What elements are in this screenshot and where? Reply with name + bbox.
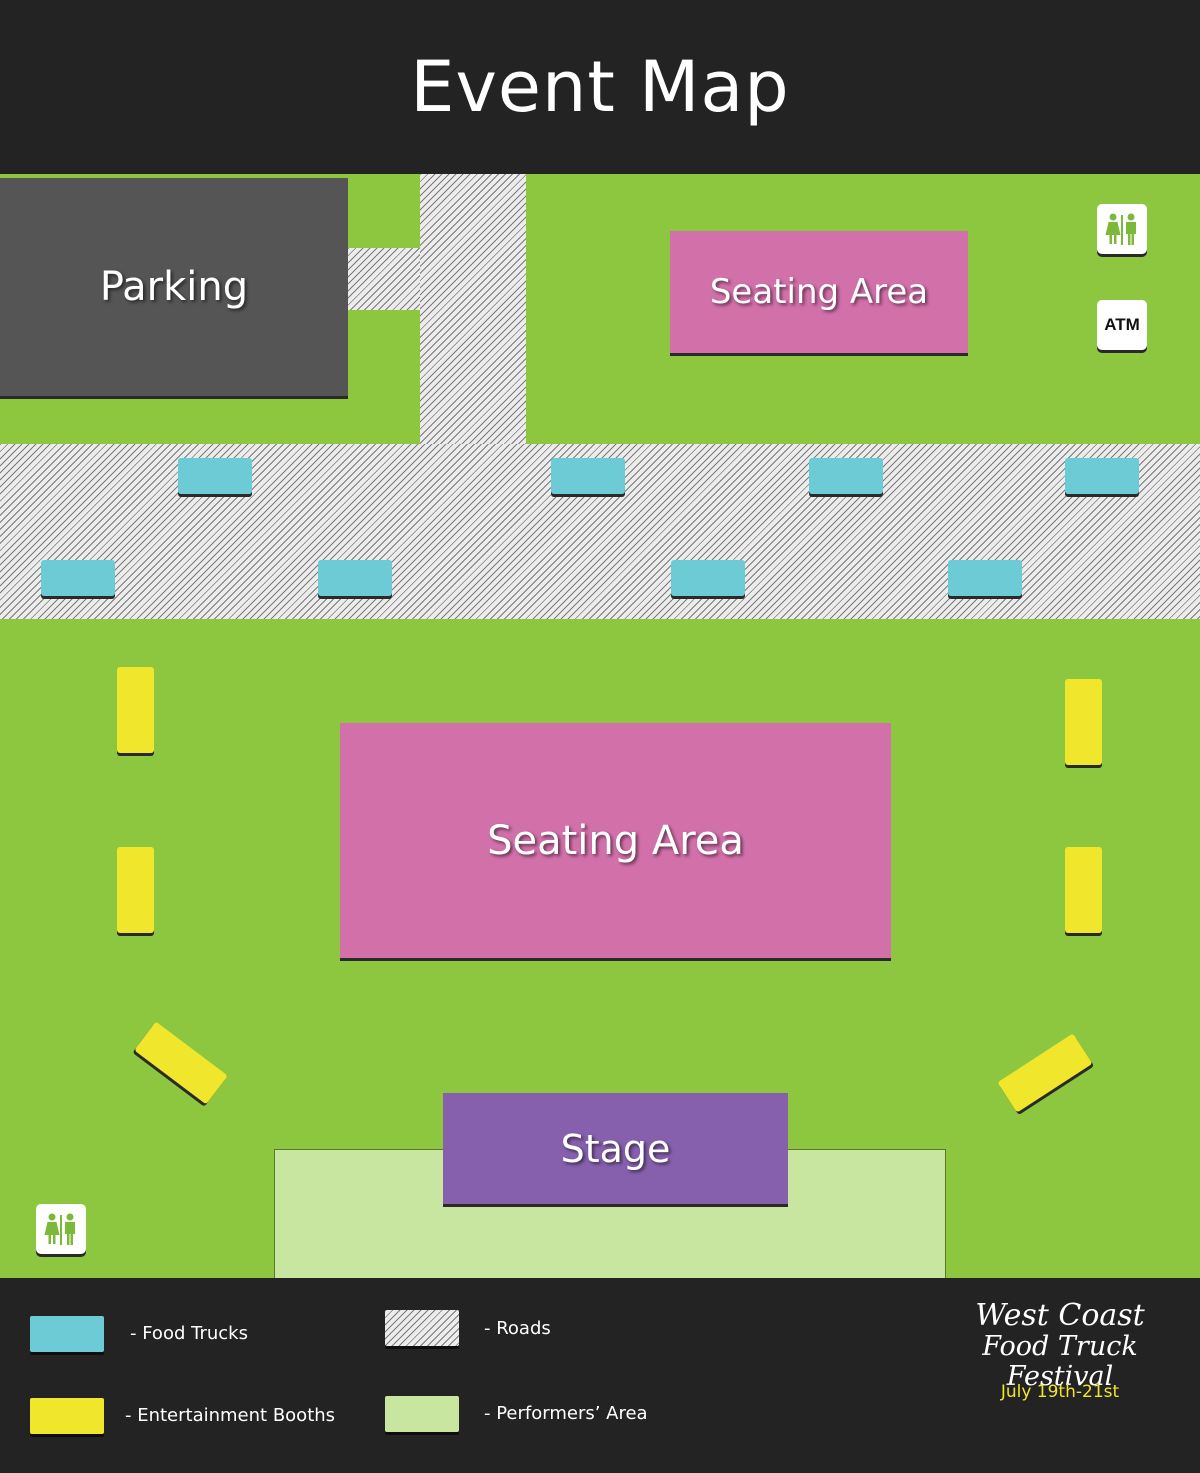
legend-label-entertainment-booths: - Entertainment Booths (125, 1405, 336, 1426)
stage-label: Stage (560, 1126, 671, 1171)
restroom-icon (1105, 213, 1136, 245)
atm: ATM (1097, 300, 1147, 350)
entertainment-booth (1065, 679, 1102, 765)
seating-area-main: Seating Area (340, 723, 891, 958)
road-vertical (420, 174, 526, 444)
legend-label-performers-area: - Performers’ Area (484, 1403, 648, 1424)
festival-dates: July 19th-21st (1000, 1382, 1120, 1402)
legend-label-food-trucks: - Food Trucks (130, 1323, 248, 1344)
food-truck (948, 560, 1022, 596)
legend-swatch-roads (385, 1310, 459, 1346)
restroom-top (1097, 204, 1147, 254)
food-truck (1065, 458, 1139, 494)
food-truck (318, 560, 392, 596)
road-parking-entrance (348, 248, 420, 310)
header-bar: Event Map (0, 0, 1200, 174)
food-truck (671, 560, 745, 596)
food-truck (809, 458, 883, 494)
logo-line-2: Food Truck Festival (982, 1331, 1138, 1392)
entertainment-booth (997, 1033, 1093, 1113)
restroom-icon (44, 1213, 75, 1245)
seating-area-main-label: Seating Area (487, 817, 744, 864)
legend-swatch-food-trucks (30, 1316, 104, 1352)
event-map: Parking Seating Area ATM Seating Area (0, 174, 1200, 1278)
food-truck (178, 458, 252, 494)
seating-area-top-label: Seating Area (709, 272, 929, 312)
food-truck (41, 560, 115, 596)
legend-swatch-entertainment-booths (30, 1398, 104, 1434)
restroom-bottom (36, 1204, 86, 1254)
entertainment-booth (134, 1021, 228, 1105)
food-truck (551, 458, 625, 494)
atm-label: ATM (1104, 315, 1140, 334)
legend-footer: - Food Trucks - Roads - Entertainment Bo… (0, 1278, 1200, 1473)
legend-label-roads: - Roads (484, 1318, 551, 1339)
logo-line-1: West Coast (975, 1298, 1145, 1333)
stage: Stage (443, 1093, 788, 1204)
parking-label: Parking (99, 264, 249, 310)
page-title: Event Map (410, 46, 790, 128)
seating-area-top: Seating Area (670, 231, 968, 353)
festival-logo: West Coast Food Truck Festival (960, 1300, 1160, 1392)
entertainment-booth (117, 667, 154, 753)
entertainment-booth (117, 847, 154, 933)
legend-swatch-performers-area (385, 1396, 459, 1432)
entertainment-booth (1065, 847, 1102, 933)
parking-lot: Parking (0, 178, 348, 396)
